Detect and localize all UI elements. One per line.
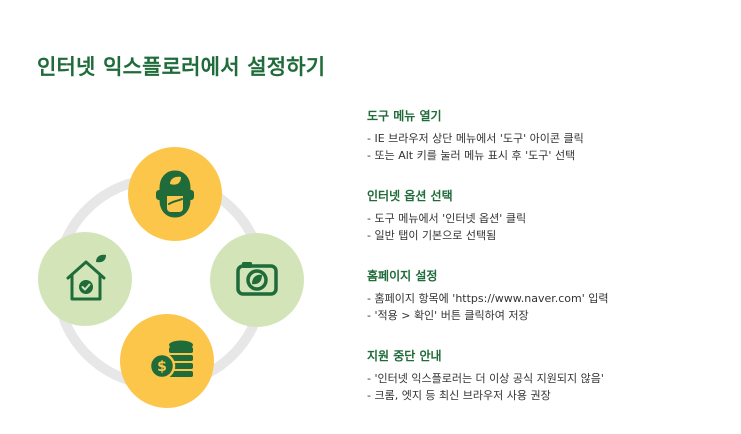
step-2-line-2: - 일반 탭이 기본으로 선택됨 [367, 229, 497, 242]
step-4-line-1: - '인터넷 익스플로러는 더 이상 공식 지원되지 않음' [367, 372, 604, 385]
step-4: 지원 중단 안내 - '인터넷 익스플로러는 더 이상 공식 지원되지 않음' … [367, 347, 604, 404]
face-leaf-icon [156, 170, 194, 218]
step-4-line-2: - 크롬, 엣지 등 최신 브라우저 사용 권장 [367, 389, 551, 402]
step-3: 홈페이지 설정 - 홈페이지 항목에 'https://www.naver.co… [367, 267, 608, 324]
step-3-title: 홈페이지 설정 [367, 269, 438, 283]
coins-dollar-icon: $ [148, 340, 193, 380]
camera-leaf-icon [236, 262, 278, 296]
home-check-icon [66, 254, 106, 301]
step-1: 도구 메뉴 열기 - IE 브라우저 상단 메뉴에서 '도구' 아이콘 클릭 -… [367, 107, 584, 164]
step-1-line-2: - 또는 Alt 키를 눌러 메뉴 표시 후 '도구' 선택 [367, 149, 576, 162]
right-node [210, 233, 304, 327]
step-2: 인터넷 옵션 선택 - 도구 메뉴에서 '인터넷 옵션' 클릭 - 일반 탭이 … [367, 187, 526, 244]
step-1-line-1: - IE 브라우저 상단 메뉴에서 '도구' 아이콘 클릭 [367, 132, 584, 145]
left-node-circle [38, 232, 132, 326]
page-title: 인터넷 익스플로러에서 설정하기 [37, 55, 326, 79]
step-1-title: 도구 메뉴 열기 [367, 109, 442, 123]
left-node [38, 232, 132, 326]
bottom-node: $ [120, 314, 214, 408]
step-3-line-1: - 홈페이지 항목에 'https://www.naver.com' 입력 [367, 292, 609, 305]
step-2-title: 인터넷 옵션 선택 [367, 189, 453, 203]
top-node [128, 147, 222, 241]
step-2-line-1: - 도구 메뉴에서 '인터넷 옵션' 클릭 [367, 212, 527, 225]
step-4-title: 지원 중단 안내 [367, 349, 442, 363]
svg-text:$: $ [157, 359, 167, 375]
step-3-line-2: - '적용 > 확인' 버튼 클릭하여 저장 [367, 309, 529, 322]
